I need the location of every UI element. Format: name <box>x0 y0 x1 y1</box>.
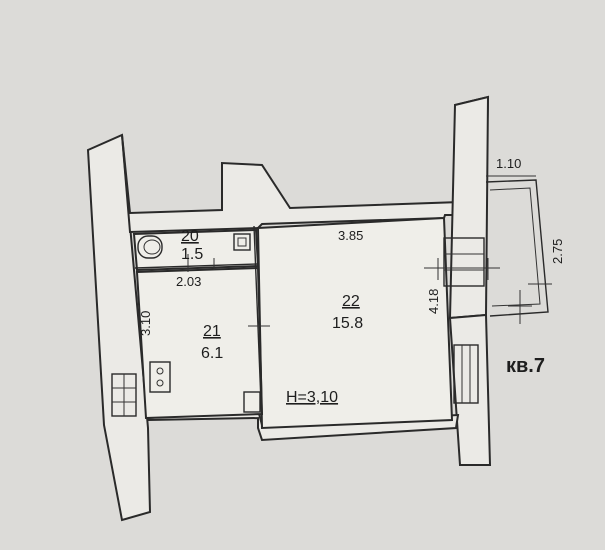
balcony-door <box>443 237 485 287</box>
room-20-area: 1.5 <box>181 246 203 263</box>
rooms <box>132 216 454 430</box>
room-21-number: 21 <box>203 323 221 340</box>
balcony <box>485 179 549 317</box>
dimension-ticks <box>187 175 552 327</box>
window-left <box>111 373 137 417</box>
sink-icon <box>233 233 251 251</box>
room-21-outline <box>135 266 264 420</box>
dimension-room21-depth: 3.10 <box>138 311 153 336</box>
room-20-number: 20 <box>181 228 199 245</box>
toilet-icon <box>137 235 163 259</box>
windows <box>111 237 485 417</box>
ceiling-height: Н=3,10 <box>286 389 338 406</box>
dimension-room22-width: 3.85 <box>338 228 363 243</box>
apartment-label: кв.7 <box>506 355 545 377</box>
fixtures <box>137 233 261 413</box>
partition-20-21 <box>134 263 259 269</box>
window-right <box>453 344 479 404</box>
dimension-balcony-depth: 2.75 <box>550 239 565 264</box>
room-22-area: 15.8 <box>332 315 363 332</box>
right-wall-upper <box>448 95 490 320</box>
room-22-number: 22 <box>342 293 360 310</box>
room-21-area: 6.1 <box>201 345 223 362</box>
entry-mark-icon <box>243 391 261 413</box>
room-20-outline <box>132 228 260 272</box>
dimension-balcony-width: 1.10 <box>496 156 521 171</box>
labels: 20 1.5 21 6.1 22 15.8 3.85 4.18 2.03 3.1… <box>138 156 565 406</box>
dimension-room22-depth: 4.18 <box>426 289 441 314</box>
stove-icon <box>149 361 171 393</box>
dimension-room20-width: 2.03 <box>176 274 201 289</box>
